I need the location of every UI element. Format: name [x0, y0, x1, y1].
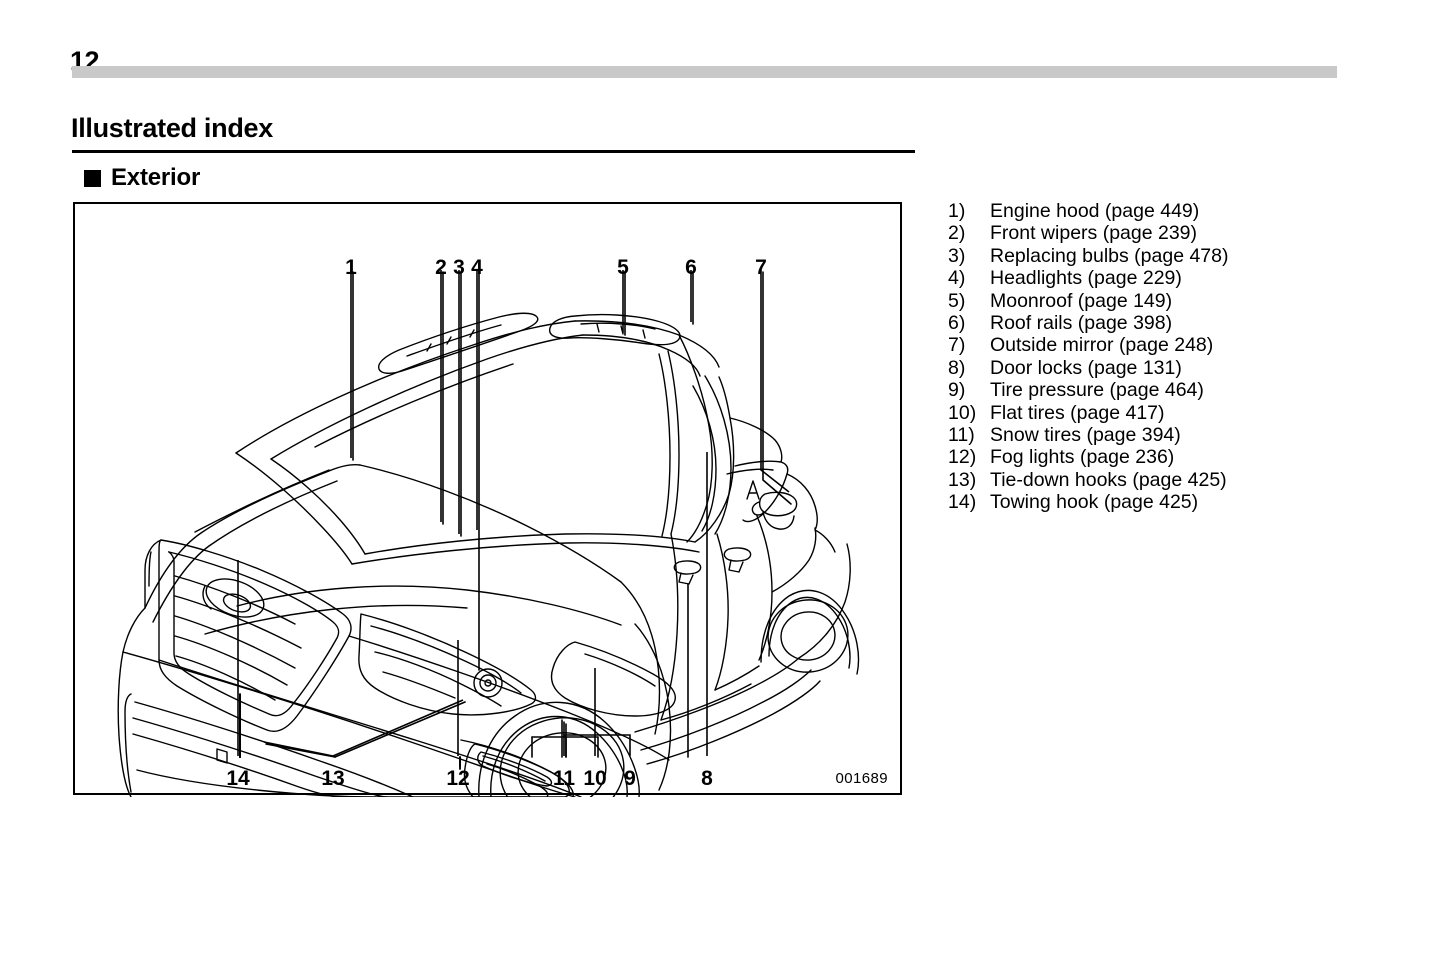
legend-item: 11) Snow tires (page 394) — [948, 424, 1388, 446]
legend-item-number: 7) — [948, 334, 966, 357]
legend-item-label: Flat tires (page 417) — [990, 401, 1165, 424]
callout-number-3: 3 — [453, 256, 465, 279]
legend-item: 6) Roof rails (page 398) — [948, 312, 1388, 334]
legend-item: 8) Door locks (page 131) — [948, 357, 1388, 379]
legend-item-label: Snow tires (page 394) — [990, 424, 1181, 447]
legend-item-label: Outside mirror (page 248) — [990, 334, 1214, 357]
filled-square-bullet-icon — [84, 169, 101, 187]
legend-item-number: 10) — [948, 401, 977, 424]
legend-item: 5) Moonroof (page 149) — [948, 290, 1388, 312]
callout-number-2: 2 — [435, 256, 447, 279]
section-title-underline — [72, 150, 915, 153]
legend-item-label: Door locks (page 131) — [990, 356, 1182, 379]
callout-number-5: 5 — [617, 256, 629, 279]
legend-item: 10) Flat tires (page 417) — [948, 402, 1388, 424]
legend-item-label: Tie-down hooks (page 425) — [990, 468, 1227, 491]
legend-item-number: 3) — [948, 244, 966, 267]
subsection-heading: Exterior — [84, 166, 200, 190]
legend-item-label: Moonroof (page 149) — [990, 289, 1173, 312]
legend-item-number: 6) — [948, 312, 966, 335]
legend-item-number: 13) — [948, 468, 977, 491]
legend-item: 7) Outside mirror (page 248) — [948, 334, 1388, 356]
legend-item-number: 14) — [948, 491, 977, 514]
legend-item: 12) Fog lights (page 236) — [948, 446, 1388, 468]
legend-item: 2) Front wipers (page 239) — [948, 222, 1388, 244]
legend-item: 9) Tire pressure (page 464) — [948, 379, 1388, 401]
callout-number-11: 11 — [552, 767, 576, 790]
legend-item: 14) Towing hook (page 425) — [948, 491, 1388, 513]
legend-item-label: Headlights (page 229) — [990, 267, 1182, 290]
legend-item-number: 12) — [948, 446, 977, 469]
legend-item-label: Roof rails (page 398) — [990, 312, 1173, 335]
callout-number-9: 9 — [624, 767, 636, 790]
legend-item-label: Tire pressure (page 464) — [990, 379, 1204, 402]
callout-number-14: 14 — [226, 767, 250, 790]
legend-item: 13) Tie-down hooks (page 425) — [948, 469, 1388, 491]
legend-item-number: 5) — [948, 289, 966, 312]
legend-item-label: Fog lights (page 236) — [990, 446, 1175, 469]
callout-number-12: 12 — [446, 767, 470, 790]
illustration-frame: 001689 — [73, 202, 902, 797]
legend-item-label: Towing hook (page 425) — [990, 491, 1199, 514]
legend-item: 1) Engine hood (page 449) — [948, 200, 1388, 222]
legend-item-label: Front wipers (page 239) — [990, 222, 1198, 245]
callout-number-6: 6 — [685, 256, 697, 279]
subsection-label: Exterior — [111, 164, 201, 191]
callout-number-8: 8 — [701, 767, 713, 790]
legend-item-number: 2) — [948, 222, 966, 245]
legend-item-number: 9) — [948, 379, 966, 402]
legend-item-number: 8) — [948, 356, 966, 379]
callout-number-10: 10 — [583, 767, 607, 790]
legend-item-number: 4) — [948, 267, 966, 290]
legend-item-label: Engine hood (page 449) — [990, 200, 1200, 222]
legend-item-label: Replacing bulbs (page 478) — [990, 244, 1229, 267]
callout-number-7: 7 — [755, 256, 767, 279]
header-rule — [72, 66, 1337, 78]
legend-item: 3) Replacing bulbs (page 478) — [948, 245, 1388, 267]
callout-number-1: 1 — [345, 256, 357, 279]
page-title: Illustrated index — [71, 113, 273, 143]
figure-id-code: 001689 — [835, 770, 888, 787]
legend-item-number: 11) — [948, 424, 975, 447]
vehicle-illustration — [117, 271, 860, 797]
exterior-legend-list: 1) Engine hood (page 449) 2) Front wipers (… — [948, 200, 1388, 514]
legend-item-number: 1) — [948, 200, 966, 222]
callout-number-4: 4 — [471, 256, 483, 279]
callout-number-13: 13 — [321, 767, 345, 790]
legend-item: 4) Headlights (page 229) — [948, 267, 1388, 289]
